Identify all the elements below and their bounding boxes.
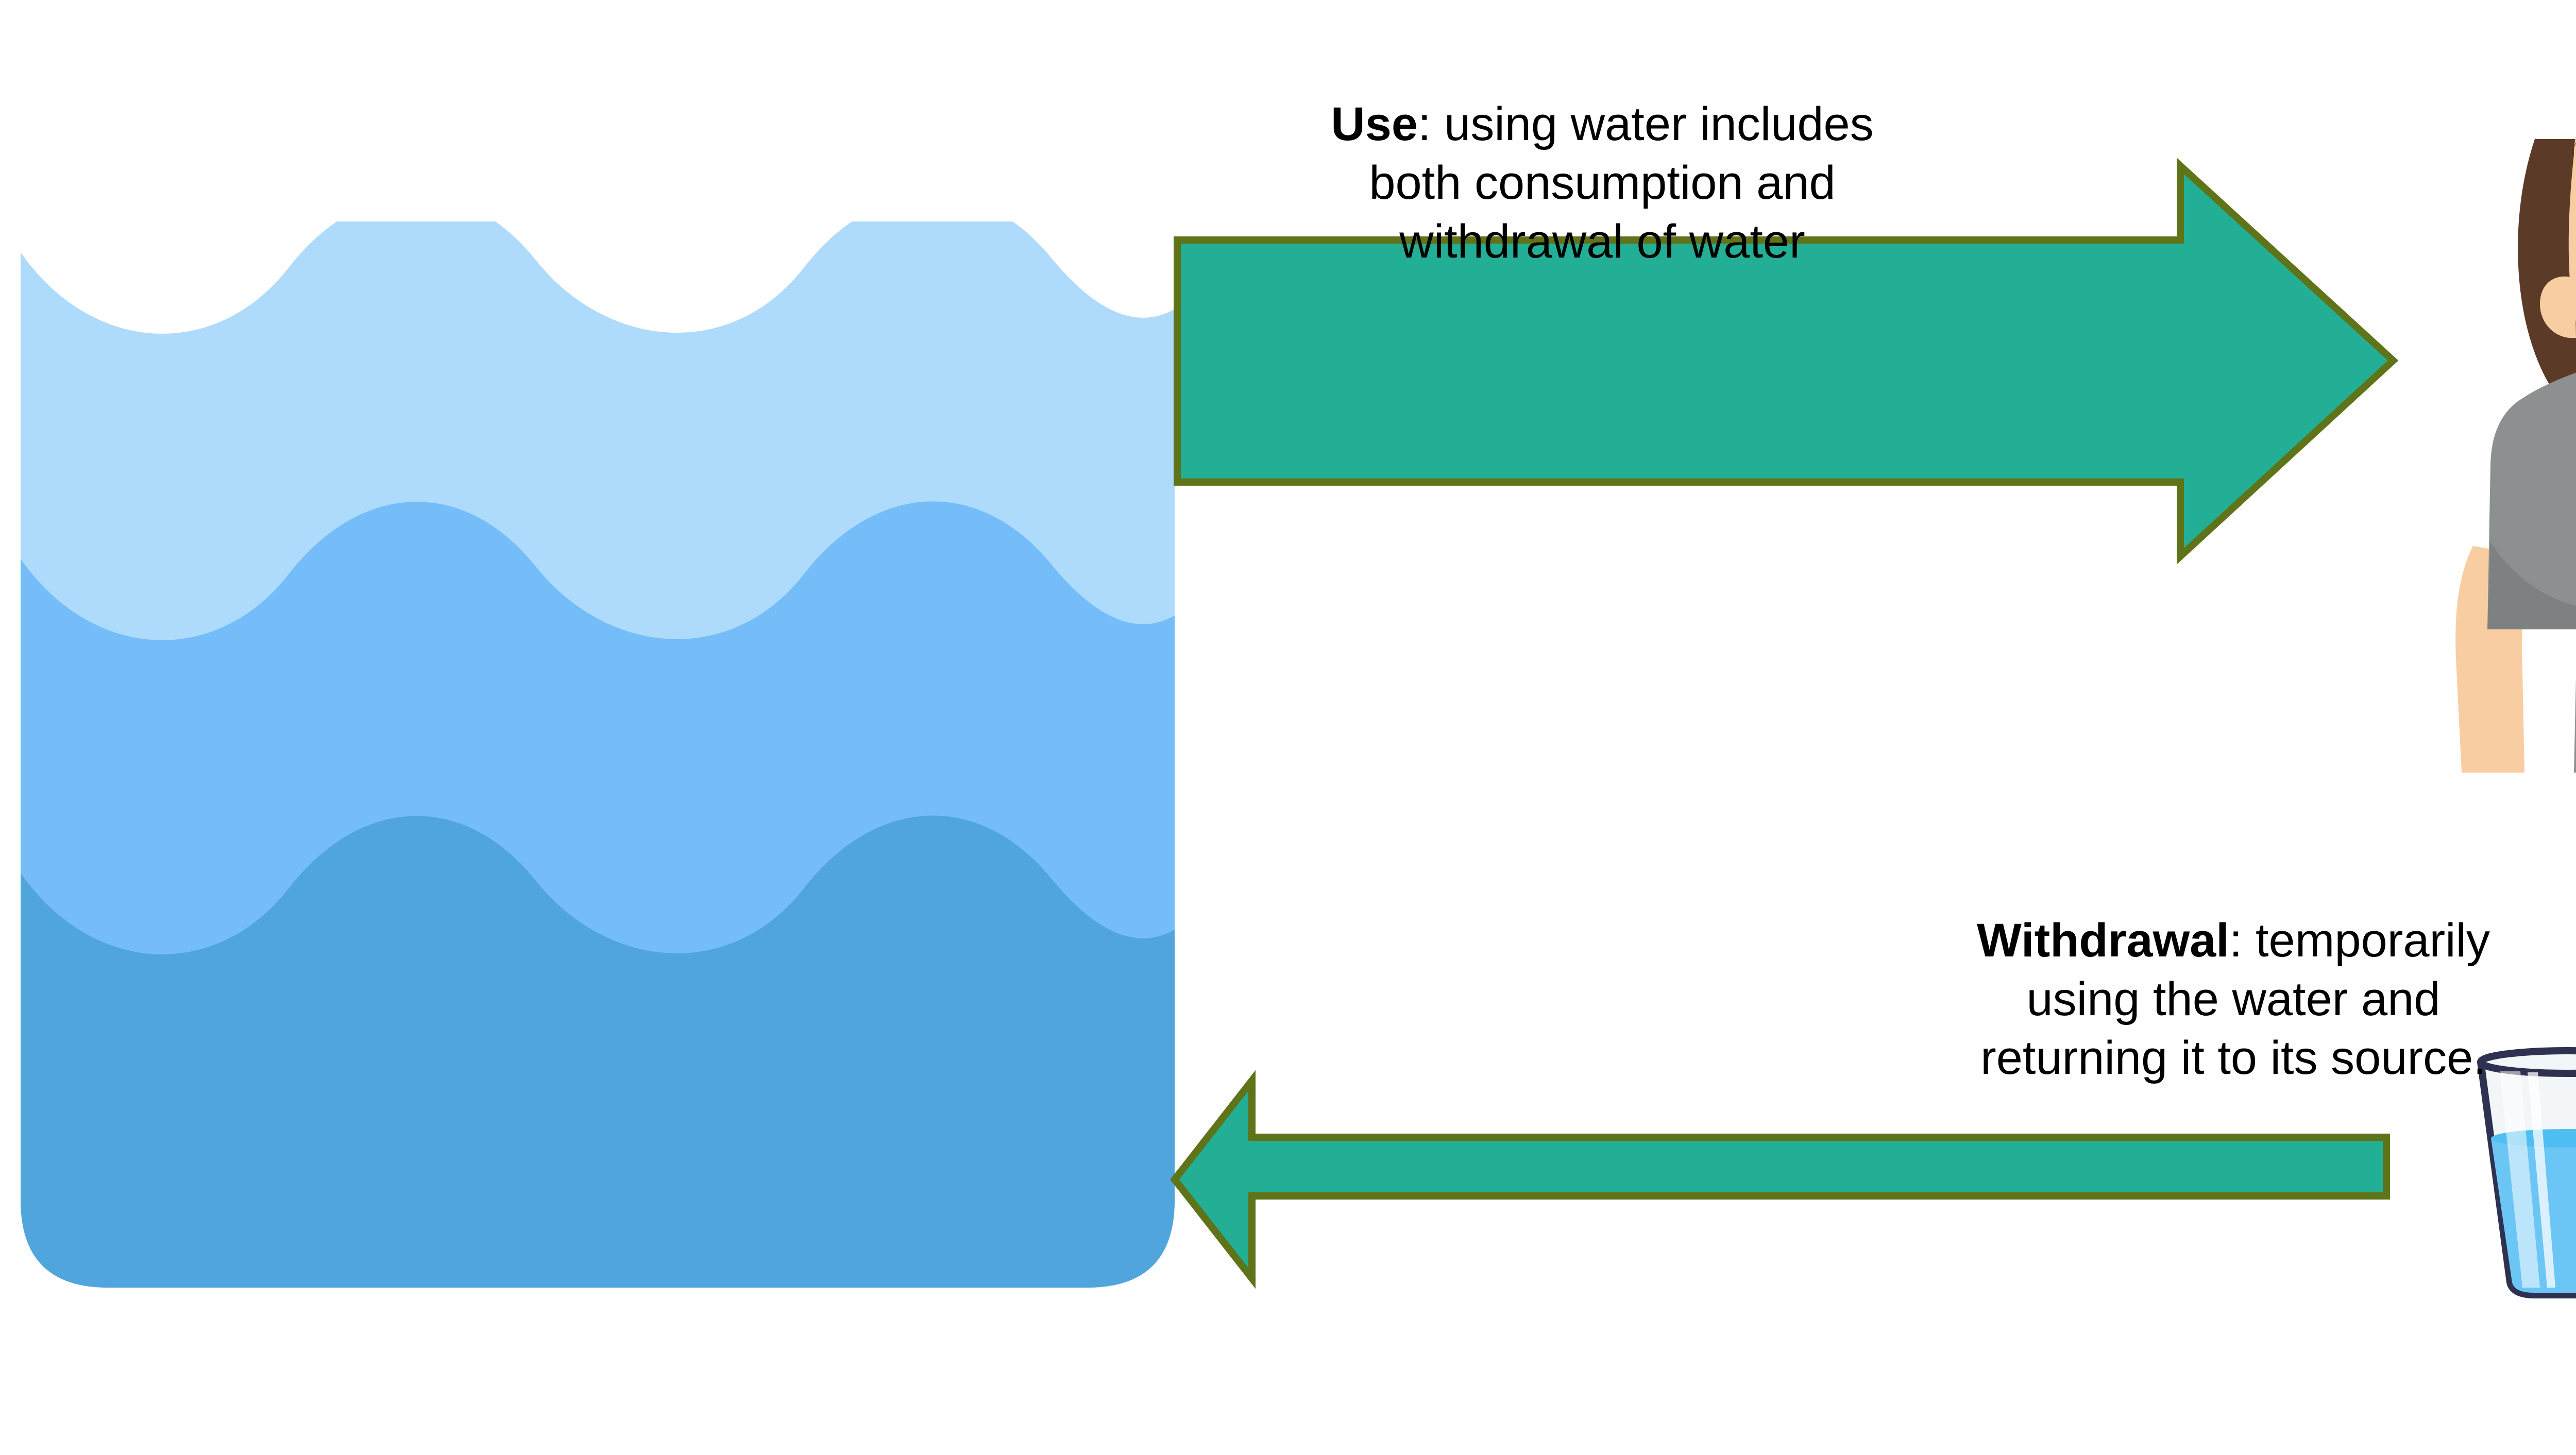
glass-highlight-wide <box>2500 1071 2540 1288</box>
person-shirt-sleeve-shadow <box>2487 542 2576 629</box>
water-glass-illustration <box>2477 1047 2576 1298</box>
person-shirt <box>2487 372 2576 773</box>
water-layer-bottom <box>21 815 1175 1288</box>
person-ear <box>2540 276 2576 338</box>
caption-use: Use: using water includes both consumpti… <box>1303 36 1901 271</box>
person-hair-back <box>2518 139 2576 405</box>
person-hair-front <box>2556 142 2576 224</box>
water-reservoir <box>21 221 1175 1288</box>
caption-use-rest: : using water includes both consumption … <box>1369 98 1874 268</box>
caption-withdrawal-rest: : temporarily using the water and return… <box>1980 914 2490 1085</box>
caption-withdrawal: Withdrawal: temporarily using the water … <box>1953 852 2514 1087</box>
arrow-withdrawal <box>1170 1070 2390 1289</box>
caption-use-lead: Use <box>1331 98 1418 151</box>
glass-rim <box>2477 1047 2576 1077</box>
arrow-use <box>1174 158 2399 564</box>
glass-highlight-thin <box>2528 1072 2555 1288</box>
person-drinking-illustration <box>2455 135 2576 773</box>
caption-withdrawal-lead: Withdrawal <box>1976 914 2229 967</box>
person-head <box>2568 135 2576 322</box>
